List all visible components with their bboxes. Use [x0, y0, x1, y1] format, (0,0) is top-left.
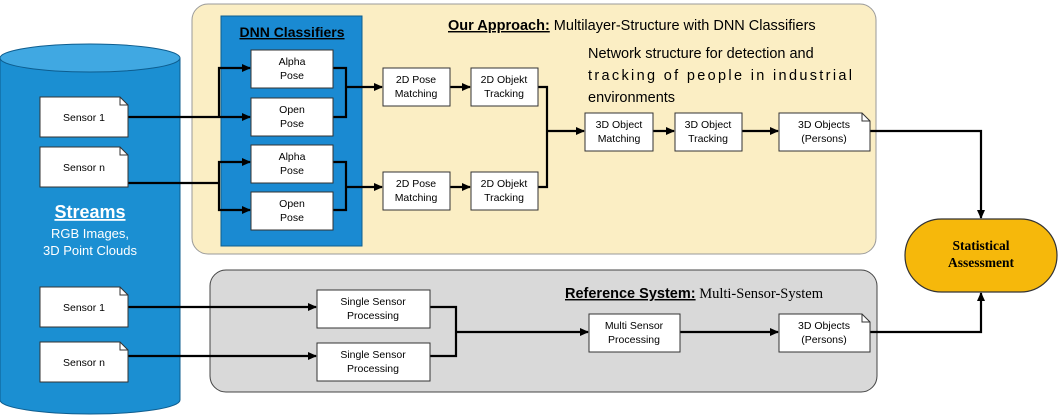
open-pose-1-box [250, 97, 334, 137]
alpha-pose-1-box [250, 49, 334, 89]
reference-heading-rest: Multi-Sensor-System [696, 286, 824, 302]
open-pose-2-line1: Open [279, 198, 305, 210]
open-pose-1-line1: Open [279, 104, 305, 116]
object-tracking-3d-box [674, 112, 743, 152]
pose-matching-1-line2: Matching [395, 88, 438, 100]
single-sensor-2-line1: Single Sensor [340, 349, 406, 361]
reference-heading-bold: Reference System: [565, 286, 696, 302]
objects-persons-top-shape [778, 112, 871, 152]
pose-matching-2-line2: Matching [395, 192, 438, 204]
open-pose-2-line2: Pose [280, 212, 304, 224]
approach-panel [191, 3, 877, 255]
single-sensor-1-line2: Processing [347, 310, 399, 322]
objekt-tracking-1-line1: 2D Objekt [481, 74, 528, 86]
open-pose-2-box [250, 191, 334, 231]
sensor-bottom-1-label: Sensor 1 [63, 302, 105, 314]
pose-matching-2-box [382, 171, 451, 211]
pose-matching-1-box [382, 67, 451, 107]
connectors [128, 64, 985, 360]
multi-sensor-line1: Multi Sensor [605, 320, 664, 332]
sensor-top-n-shape [39, 146, 129, 188]
approach-desc-line2: tracking of people in industrial [588, 68, 852, 84]
objekt-tracking-2-box [470, 171, 539, 211]
objekt-tracking-2-line2: Tracking [484, 192, 524, 204]
open-pose-1-line2: Pose [280, 118, 304, 130]
objekt-tracking-1-line2: Tracking [484, 88, 524, 100]
sensor-bottom-n-shape [39, 341, 129, 383]
single-sensor-1-box [316, 289, 431, 329]
pose-matching-2-line1: 2D Pose [396, 178, 436, 190]
assessment-line2: Assessment [948, 255, 1015, 270]
objects-persons-bottom-line1: 3D Objects [798, 320, 850, 332]
object-tracking-3d-line2: Tracking [688, 133, 728, 145]
object-matching-3d-line1: 3D Object [596, 119, 643, 131]
sensor-top-1-shape [39, 96, 129, 138]
single-sensor-2-box [316, 342, 431, 382]
multi-sensor-line2: Processing [608, 334, 660, 346]
streams-title: Streams [54, 202, 125, 222]
streams-subtitle-line2: 3D Point Clouds [43, 243, 137, 258]
objects-persons-bottom-line2: (Persons) [801, 334, 847, 346]
approach-heading-bold: Our Approach: [448, 18, 550, 34]
sensor-bottom-1-shape [39, 286, 129, 328]
assessment-line1: Statistical [953, 238, 1010, 253]
reference-heading: Reference System: Multi-Sensor-System [565, 286, 824, 302]
sensor-bottom-n-label: Sensor n [63, 357, 105, 369]
alpha-pose-1-line2: Pose [280, 70, 304, 82]
streams-subtitle-line1: RGB Images, [51, 226, 129, 241]
objects-persons-top-line1: 3D Objects [798, 119, 850, 131]
alpha-pose-2-box [250, 144, 334, 184]
object-tracking-3d-line1: 3D Object [685, 119, 732, 131]
object-matching-3d-box [584, 112, 654, 152]
alpha-pose-2-line1: Alpha [279, 151, 306, 163]
approach-desc-line1: Network structure for detection and [588, 46, 814, 62]
statistical-assessment-node [904, 218, 1058, 293]
single-sensor-2-line2: Processing [347, 363, 399, 375]
objects-persons-top-line2: (Persons) [801, 133, 847, 145]
objekt-tracking-2-line1: 2D Objekt [481, 178, 528, 190]
multi-sensor-box [588, 313, 681, 353]
sensor-top-1-label: Sensor 1 [63, 112, 105, 124]
object-matching-3d-line2: Matching [598, 133, 641, 145]
approach-heading: Our Approach: Multilayer-Structure with … [448, 18, 816, 34]
alpha-pose-1-line1: Alpha [279, 56, 306, 68]
single-sensor-1-line1: Single Sensor [340, 296, 406, 308]
sensor-top-n-label: Sensor n [63, 162, 105, 174]
dnn-classifiers-title: DNN Classifiers [239, 24, 344, 40]
objects-persons-bottom-shape [778, 313, 871, 353]
objekt-tracking-1-box [470, 67, 539, 107]
alpha-pose-2-line2: Pose [280, 165, 304, 177]
pose-matching-1-line1: 2D Pose [396, 74, 436, 86]
approach-heading-rest: Multilayer-Structure with DNN Classifier… [550, 18, 816, 34]
approach-desc-line3: environments [588, 90, 675, 106]
